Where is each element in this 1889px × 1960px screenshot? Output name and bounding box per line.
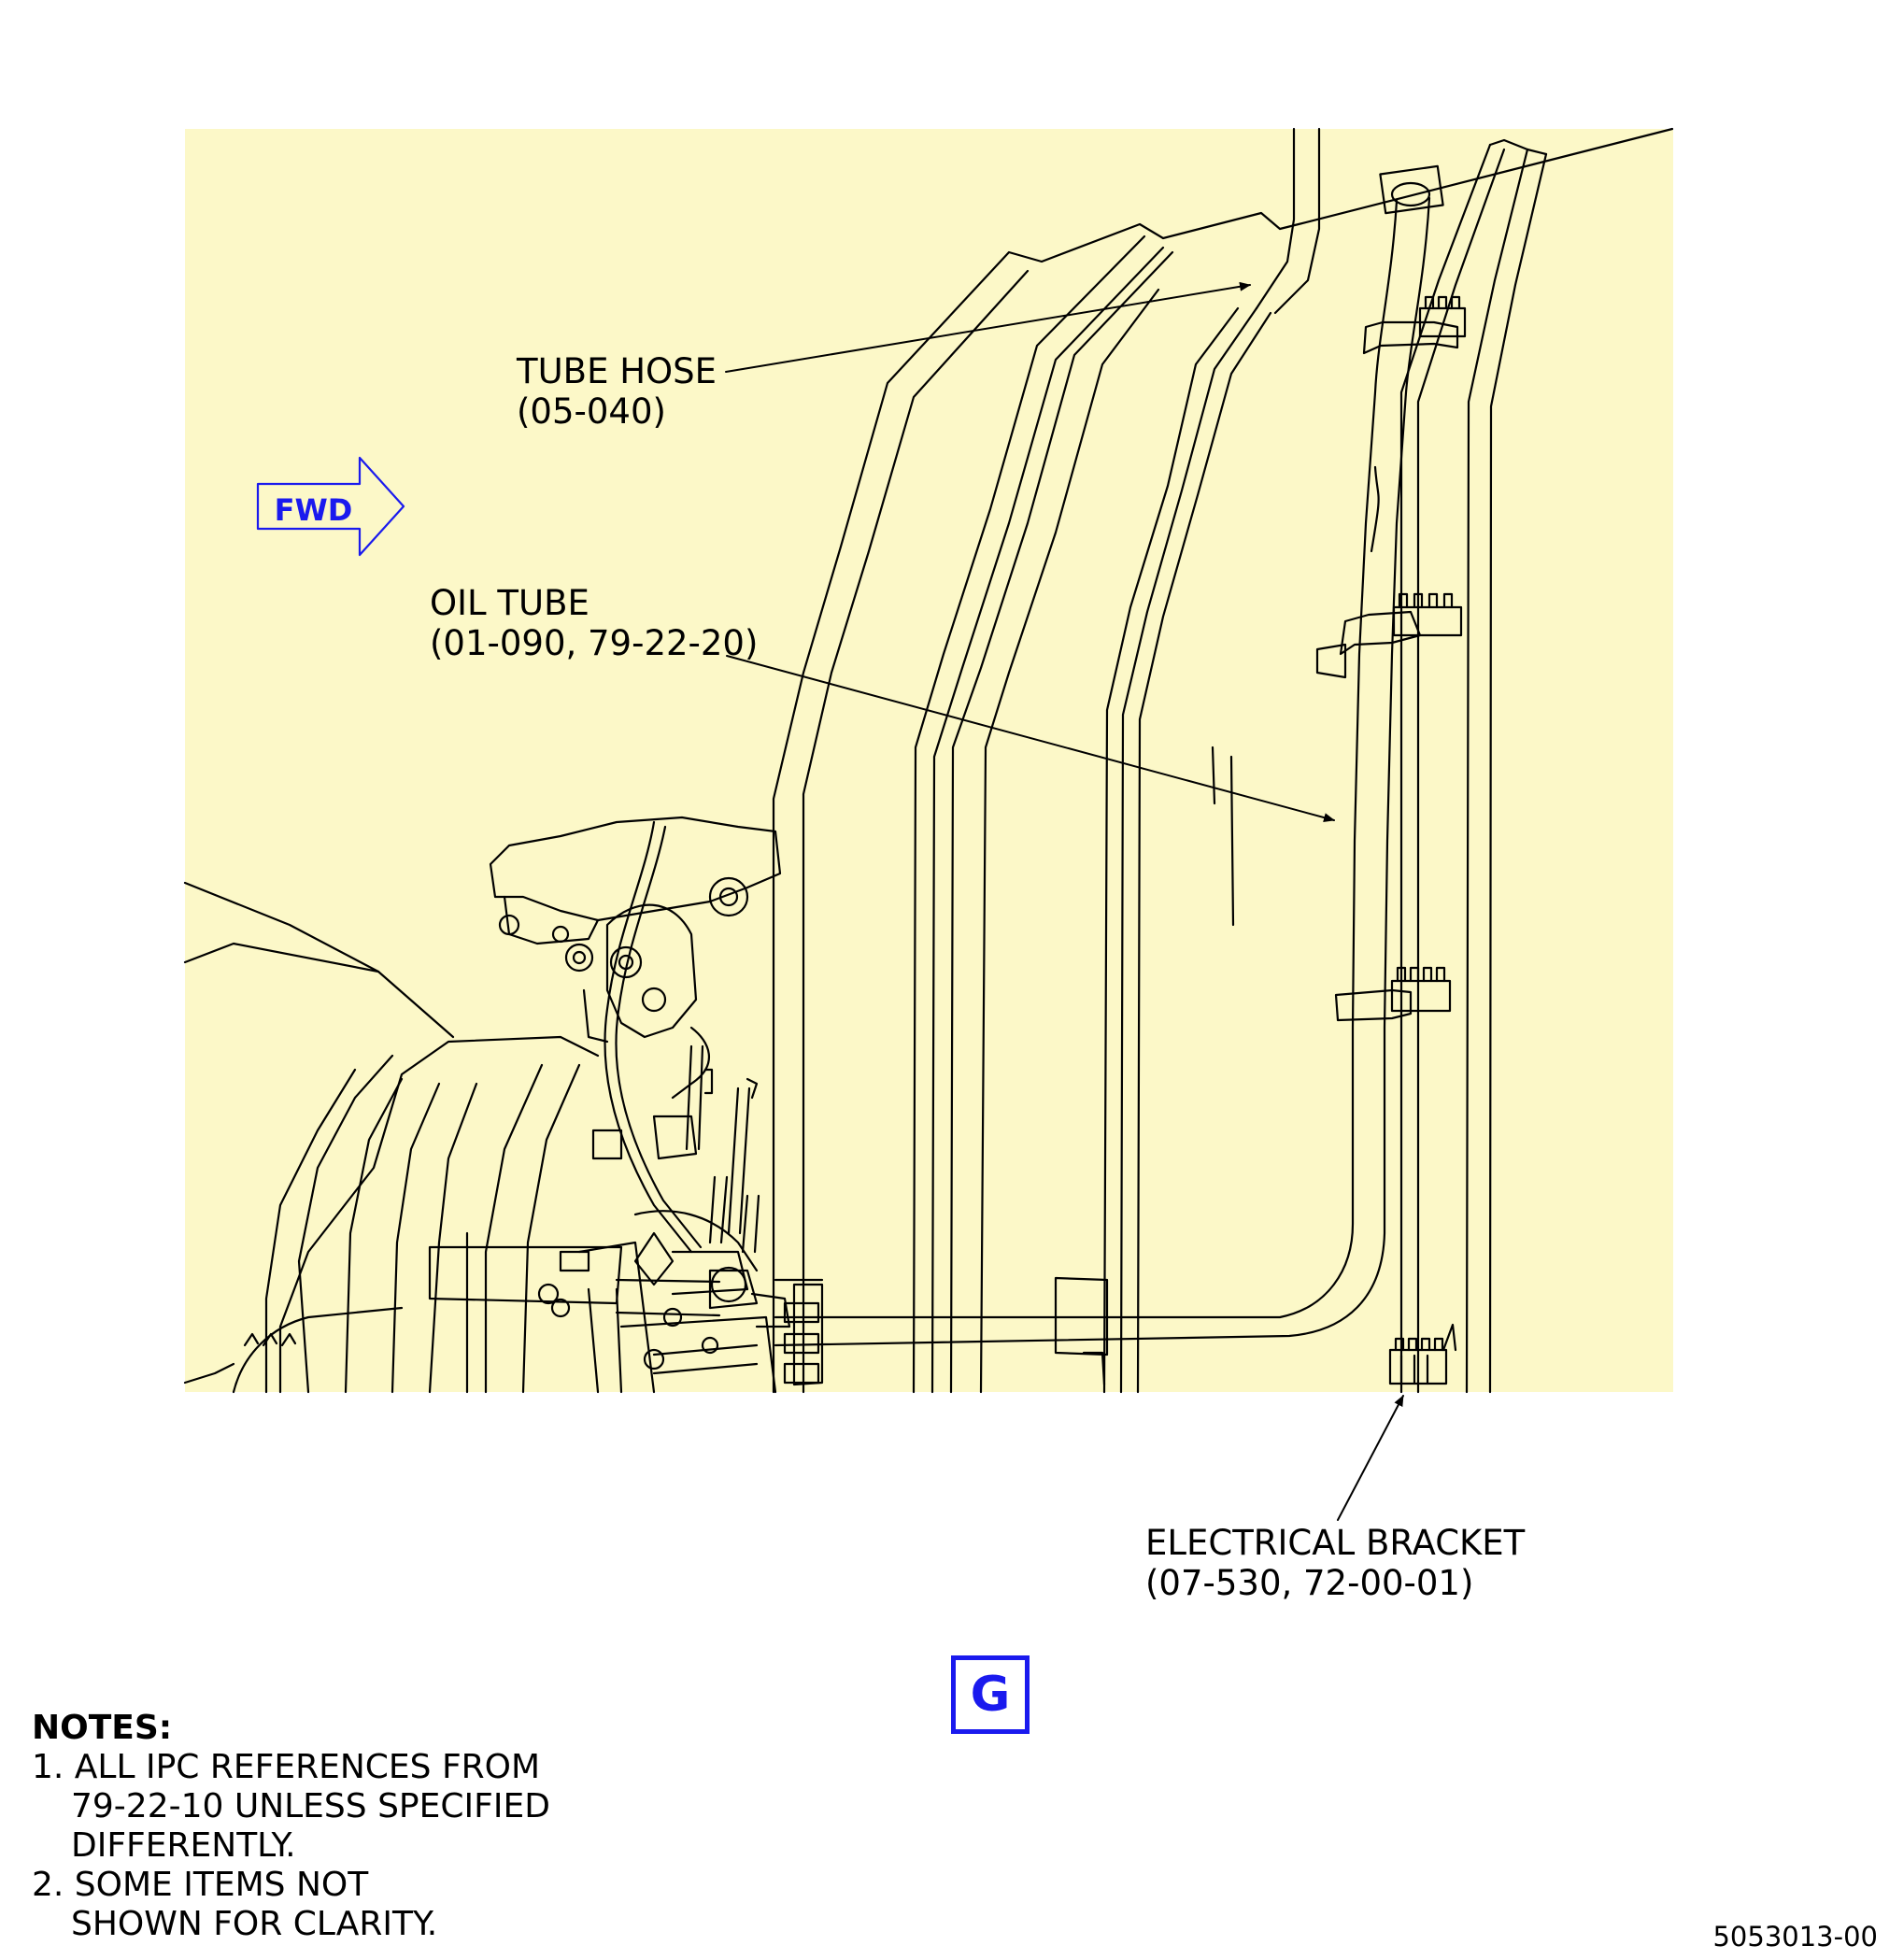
clip-low <box>1390 966 1452 1013</box>
fwd-label: FWD <box>274 492 353 528</box>
illustration-background <box>185 129 1673 1392</box>
callout-electrical-bracket-ref: (07-530, 72-00-01) <box>1145 1563 1474 1603</box>
figure-number: 5053013-00 <box>1712 1921 1878 1953</box>
tube-hose <box>1255 127 1321 315</box>
note-1-line-2: 79-22-10 UNLESS SPECIFIED <box>71 1787 550 1825</box>
callout-tube-hose-ref: (05-040) <box>517 391 666 432</box>
oil-tube <box>615 164 1467 1386</box>
fwd-arrow <box>256 456 405 557</box>
callout-electrical-bracket: ELECTRICAL BRACKET (07-530, 72-00-01) <box>1145 1523 1525 1603</box>
callout-electrical-bracket-name: ELECTRICAL BRACKET <box>1145 1523 1526 1563</box>
leader-oil-tube <box>726 655 1335 822</box>
notes-heading: NOTES: <box>32 1709 173 1747</box>
view-label: G <box>970 1667 1011 1723</box>
callout-oil-tube-ref: (01-090, 79-22-20) <box>430 623 759 663</box>
electrical-bracket <box>1388 1323 1457 1385</box>
note-2-line-2: SHOWN FOR CLARITY. <box>71 1905 438 1943</box>
clip-top <box>1418 295 1467 338</box>
callout-oil-tube-name: OIL TUBE <box>430 583 589 623</box>
leader-tube-hose <box>725 281 1251 373</box>
callout-tube-hose-name: TUBE HOSE <box>517 351 717 391</box>
callout-tube-hose: TUBE HOSE (05-040) <box>517 351 717 432</box>
view-label-box: G <box>951 1655 1030 1734</box>
callout-oil-tube: OIL TUBE (01-090, 79-22-20) <box>430 583 758 663</box>
note-1-line-1: 1. ALL IPC REFERENCES FROM <box>32 1748 541 1786</box>
note-1-line-3: DIFFERENTLY. <box>71 1826 296 1865</box>
notes-block: NOTES: 1. ALL IPC REFERENCES FROM 79-22-… <box>32 1709 550 1944</box>
accessory-gearbox <box>489 816 782 1394</box>
note-2-line-1: 2. SOME ITEMS NOT <box>32 1866 369 1904</box>
leader-electrical-bracket <box>1337 1395 1404 1521</box>
clip-mid <box>1392 592 1463 637</box>
